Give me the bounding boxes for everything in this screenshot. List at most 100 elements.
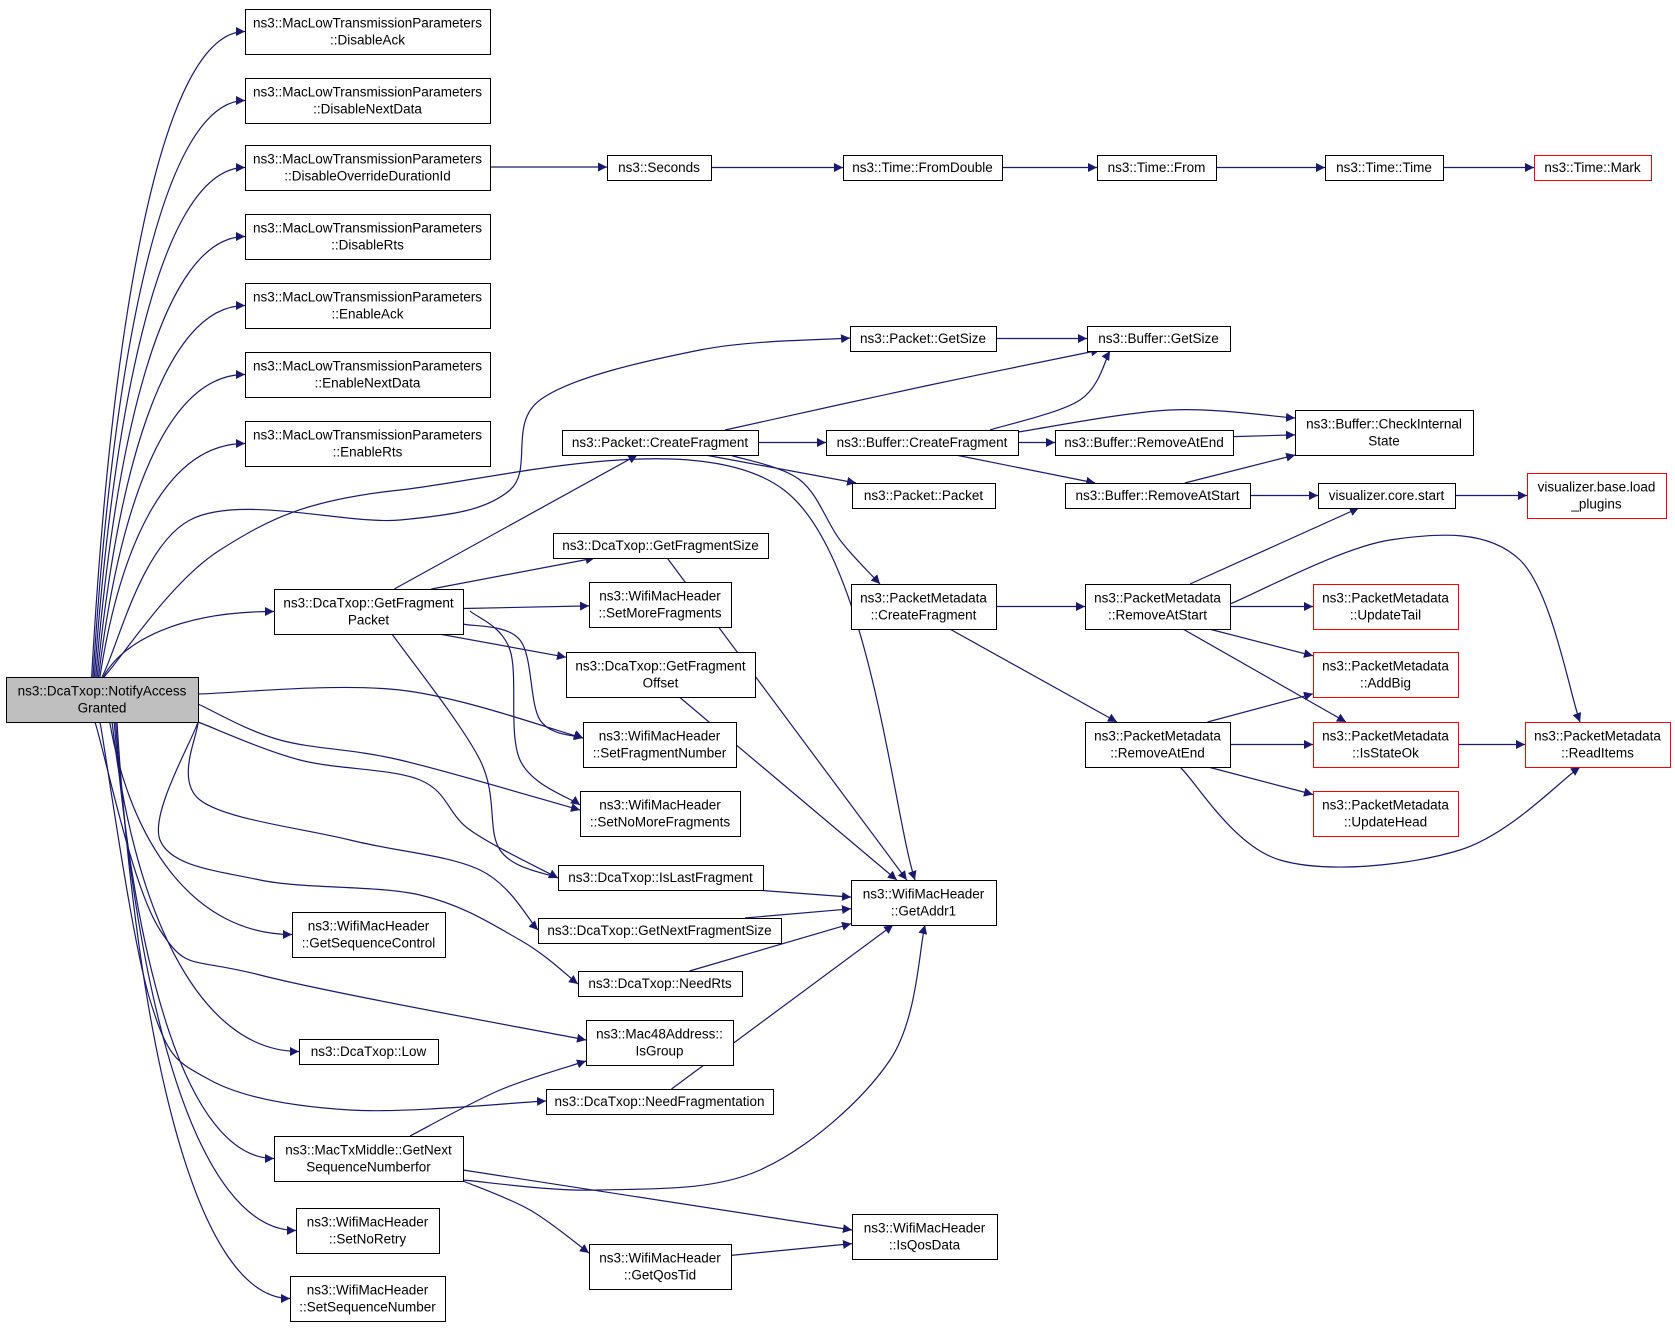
function-node[interactable]: ns3::Buffer::CreateFragment	[826, 430, 1019, 456]
function-node[interactable]: ns3::MacLowTransmissionParameters::Enabl…	[245, 352, 491, 398]
node-box[interactable]	[843, 155, 1003, 181]
function-node[interactable]: ns3::PacketMetadata::RemoveAtStart	[1085, 584, 1231, 630]
function-node[interactable]: ns3::Time::Mark	[1534, 155, 1652, 181]
node-box[interactable]	[245, 352, 491, 398]
node-box[interactable]	[245, 9, 491, 55]
function-node[interactable]: ns3::WifiMacHeader::SetNoRetry	[296, 1208, 440, 1254]
node-box[interactable]	[1325, 155, 1444, 181]
function-node[interactable]: ns3::DcaTxop::GetFragmentSize	[553, 533, 769, 559]
node-box[interactable]	[589, 582, 732, 628]
function-node[interactable]: ns3::MacLowTransmissionParameters::Disab…	[245, 78, 491, 124]
function-node[interactable]: ns3::MacLowTransmissionParameters::Enabl…	[245, 283, 491, 329]
function-node[interactable]: ns3::Seconds	[607, 155, 712, 181]
function-node[interactable]: ns3::Buffer::RemoveAtStart	[1065, 483, 1251, 509]
node-box[interactable]	[589, 1244, 732, 1290]
node-box[interactable]	[292, 912, 446, 958]
node-box[interactable]	[580, 791, 741, 837]
function-node[interactable]: ns3::DcaTxop::IsLastFragment	[558, 865, 764, 891]
function-node[interactable]: ns3::Packet::GetSize	[850, 326, 997, 352]
node-box[interactable]	[299, 1039, 439, 1065]
node-box[interactable]	[1318, 483, 1456, 509]
node-box[interactable]	[1087, 326, 1231, 352]
node-box[interactable]	[245, 214, 491, 260]
function-node[interactable]: ns3::WifiMacHeader::SetMoreFragments	[589, 582, 732, 628]
node-box[interactable]	[826, 430, 1019, 456]
node-box[interactable]	[274, 1136, 464, 1182]
node-box[interactable]	[274, 589, 464, 635]
node-box[interactable]	[852, 1214, 998, 1260]
node-box[interactable]	[290, 1276, 446, 1322]
node-box[interactable]	[296, 1208, 440, 1254]
node-box[interactable]	[1313, 584, 1459, 630]
function-node[interactable]: ns3::Mac48Address::IsGroup	[586, 1020, 734, 1066]
function-node[interactable]: ns3::PacketMetadata::CreateFragment	[851, 584, 997, 630]
function-node[interactable]: ns3::MacLowTransmissionParameters::Enabl…	[245, 421, 491, 467]
node-box[interactable]	[6, 677, 199, 723]
function-node[interactable]: visualizer.core.start	[1318, 483, 1456, 509]
node-box[interactable]	[852, 483, 996, 509]
node-box[interactable]	[558, 865, 764, 891]
node-box[interactable]	[538, 918, 782, 944]
function-node[interactable]: ns3::WifiMacHeader::SetFragmentNumber	[583, 722, 737, 768]
function-node[interactable]: ns3::MacLowTransmissionParameters::Disab…	[245, 145, 491, 191]
node-box[interactable]	[245, 421, 491, 467]
node-box[interactable]	[851, 880, 997, 926]
node-box[interactable]	[245, 283, 491, 329]
node-box[interactable]	[566, 652, 756, 698]
function-node[interactable]: ns3::Buffer::GetSize	[1087, 326, 1231, 352]
function-node[interactable]: ns3::DcaTxop::NeedRts	[578, 971, 743, 997]
node-box[interactable]	[553, 533, 769, 559]
function-node[interactable]: ns3::MacTxMiddle::GetNextSequenceNumberf…	[274, 1136, 464, 1182]
node-box[interactable]	[1525, 722, 1671, 768]
node-box[interactable]	[583, 722, 737, 768]
node-box[interactable]	[1065, 483, 1251, 509]
node-box[interactable]	[586, 1020, 734, 1066]
node-box[interactable]	[1295, 410, 1474, 456]
function-node[interactable]: ns3::WifiMacHeader::SetNoMoreFragments	[580, 791, 741, 837]
function-node[interactable]: ns3::WifiMacHeader::GetAddr1	[851, 880, 997, 926]
function-node[interactable]: visualizer.base.load_plugins	[1527, 473, 1667, 519]
function-node[interactable]: ns3::PacketMetadata::RemoveAtEnd	[1085, 722, 1231, 768]
node-box[interactable]	[1085, 584, 1231, 630]
node-box[interactable]	[1055, 430, 1234, 456]
function-node[interactable]: ns3::WifiMacHeader::IsQosData	[852, 1214, 998, 1260]
node-box[interactable]	[1085, 722, 1231, 768]
function-node[interactable]: ns3::PacketMetadata::ReadItems	[1525, 722, 1671, 768]
function-node[interactable]: ns3::Time::FromDouble	[843, 155, 1003, 181]
function-node[interactable]: ns3::Time::Time	[1325, 155, 1444, 181]
function-node[interactable]: ns3::MacLowTransmissionParameters::Disab…	[245, 9, 491, 55]
function-node[interactable]: ns3::WifiMacHeader::GetQosTid	[589, 1244, 732, 1290]
node-box[interactable]	[1527, 473, 1667, 519]
node-box[interactable]	[1313, 791, 1459, 837]
node-box[interactable]	[1534, 155, 1652, 181]
function-node[interactable]: ns3::DcaTxop::GetNextFragmentSize	[538, 918, 782, 944]
node-box[interactable]	[850, 326, 997, 352]
function-node[interactable]: ns3::WifiMacHeader::SetSequenceNumber	[290, 1276, 446, 1322]
node-box[interactable]	[1097, 155, 1217, 181]
function-node[interactable]: ns3::WifiMacHeader::GetSequenceControl	[292, 912, 446, 958]
function-node[interactable]: ns3::MacLowTransmissionParameters::Disab…	[245, 214, 491, 260]
function-node[interactable]: ns3::DcaTxop::NeedFragmentation	[546, 1089, 774, 1115]
function-node[interactable]: ns3::Time::From	[1097, 155, 1217, 181]
node-box[interactable]	[1313, 652, 1459, 698]
function-node[interactable]: ns3::PacketMetadata::UpdateTail	[1313, 584, 1459, 630]
node-box[interactable]	[851, 584, 997, 630]
function-node[interactable]: ns3::Packet::CreateFragment	[562, 430, 759, 456]
node-box[interactable]	[578, 971, 743, 997]
function-node[interactable]: ns3::Buffer::RemoveAtEnd	[1055, 430, 1234, 456]
function-node[interactable]: ns3::PacketMetadata::AddBig	[1313, 652, 1459, 698]
function-node[interactable]: ns3::PacketMetadata::UpdateHead	[1313, 791, 1459, 837]
function-node[interactable]: ns3::DcaTxop::Low	[299, 1039, 439, 1065]
node-box[interactable]	[562, 430, 759, 456]
node-box[interactable]	[245, 78, 491, 124]
function-node[interactable]: ns3::Packet::Packet	[852, 483, 996, 509]
node-box[interactable]	[1313, 722, 1459, 768]
node-box[interactable]	[245, 145, 491, 191]
function-node[interactable]: ns3::PacketMetadata::IsStateOk	[1313, 722, 1459, 768]
node-box[interactable]	[607, 155, 712, 181]
node-box[interactable]	[546, 1089, 774, 1115]
